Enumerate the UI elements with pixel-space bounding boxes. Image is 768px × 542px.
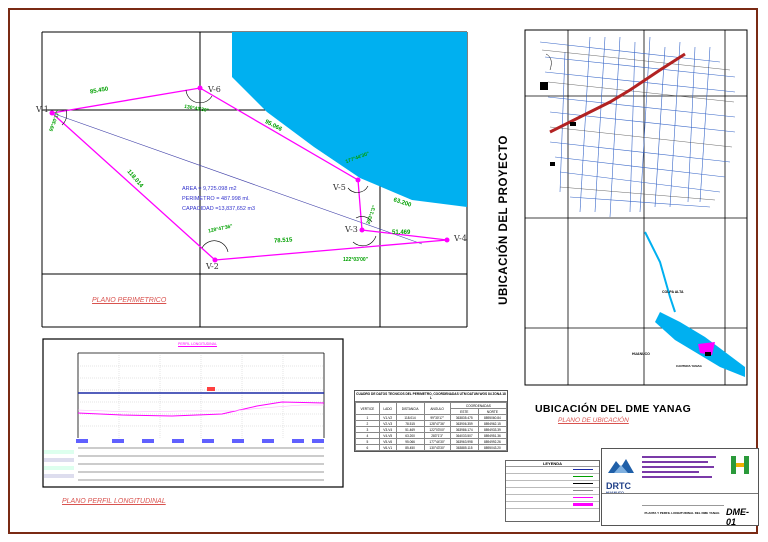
- legend-row: [506, 488, 599, 495]
- side-v2-v3-distance: 78.515: [273, 237, 293, 245]
- legend-row: [506, 474, 599, 481]
- col-lado: LADO: [378, 402, 397, 415]
- legend-box: LEYENDA: [505, 460, 600, 522]
- angle-v3: 122°03'00": [343, 257, 369, 263]
- side-v3-v4-distance: 51.469: [392, 230, 411, 236]
- location-map: [520, 22, 756, 390]
- profile-chart-label: PERFIL LONGITUDINAL: [178, 342, 217, 346]
- perimeter-plan: [22, 22, 492, 332]
- legend-row: [506, 495, 599, 502]
- sheet-code: DME-01: [726, 507, 749, 527]
- area-text: AREA = 9,725.098 m2: [182, 186, 237, 192]
- title-block: DRTC HUANUCO PLANTA Y PERFIL LONGITUDINA…: [601, 448, 759, 527]
- perimeter-plan-title: PLANO PERIMETRICO: [92, 297, 167, 304]
- profile-title: PLANO PERFIL LONGITUDINAL: [62, 498, 166, 505]
- perimeter-text: PERIMETRO = 487.998 ml.: [182, 196, 250, 202]
- coordinates-table-title: CUADRO DE DATOS TECNICOS DEL PERIMETRO, …: [355, 392, 507, 402]
- location-side-title: UBICACIÓN DEL PROYECTO: [498, 135, 510, 305]
- h-logo: [728, 453, 752, 477]
- capacity-text: CAPACIDAD =13,837,652 m3: [182, 206, 256, 212]
- col-vertice: VERTICE: [355, 402, 380, 415]
- coordinates-table: CUADRO DE DATOS TECNICOS DEL PERIMETRO, …: [354, 390, 508, 452]
- legend-row: [506, 467, 599, 474]
- col-angulo: ANGULO: [423, 402, 451, 415]
- col-distancia: DISTANCIA: [395, 402, 425, 415]
- vertex-label-v2: V-2: [206, 262, 219, 271]
- place-label-colpa-alta: COLPA ALTA: [662, 290, 684, 294]
- coordinates-table-header: VERTICE LADO DISTANCIA ANGULO COORDENADA…: [355, 402, 508, 415]
- location-subtitle: PLANO DE UBICACIÓN: [558, 417, 629, 424]
- vertex-label-v5: V-5: [333, 183, 346, 192]
- longitudinal-profile: [42, 338, 344, 488]
- vertex-label-v3: V-3: [345, 225, 358, 234]
- drawing-sheet-frame: [8, 8, 758, 534]
- legend-title: LEYENDA: [506, 461, 599, 467]
- place-label-huanuco: HUANUCO: [632, 352, 650, 356]
- drtc-logo: DRTC HUANUCO: [606, 453, 636, 495]
- vertex-label-v4: V-4: [454, 234, 467, 243]
- sheet-title: PLANTA Y PERFIL LONGITUDINAL DEL DME YAN…: [644, 511, 720, 515]
- location-bottom-title: UBICACIÓN DEL DME YANAG: [535, 403, 692, 415]
- vertex-label-v6: V-6: [208, 85, 221, 94]
- legend-row: [506, 502, 599, 509]
- project-title-lines: [642, 453, 724, 489]
- legend-row: [506, 481, 599, 488]
- place-label-cantera: CANTERA YANAG: [676, 364, 702, 368]
- vertex-label-v1: V-1: [36, 105, 49, 114]
- org-name: DRTC: [606, 481, 631, 491]
- area-info: AREA = 9,725.098 m2 PERIMETRO = 487.998 …: [182, 184, 255, 214]
